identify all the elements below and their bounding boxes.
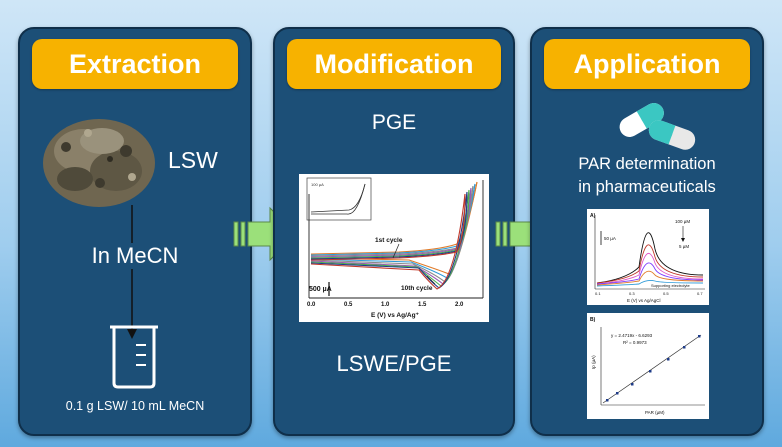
extraction-header: Extraction: [32, 39, 238, 89]
first-cycle-label: 1st cycle: [375, 237, 403, 244]
application-header: Application: [544, 39, 750, 89]
dpv-baseline: Supporting electrolyte: [651, 283, 690, 288]
dpv-xlabel: E (V) vs Ag/AgCl: [627, 298, 661, 303]
soil-sample-icon: [43, 119, 155, 207]
dpv-tick: 0.3: [629, 291, 635, 296]
solvent-label: In MeCN: [20, 243, 250, 269]
cv-tick: 2.0: [455, 302, 464, 308]
lsw-label: LSW: [168, 147, 218, 173]
svg-text:100 µA: 100 µA: [311, 182, 324, 187]
tenth-cycle-label: 10th cycle: [401, 285, 433, 292]
beaker-icon: [110, 325, 158, 389]
dpv-tick: 0.7: [697, 291, 703, 296]
lswe-pge-label: LSWE/PGE: [336, 351, 452, 376]
calib-ylabel: Ip (µA): [591, 355, 596, 369]
dpv-panel-label: A): [590, 213, 596, 219]
ratio-label: 0.1 g LSW/ 10 mL MeCN: [65, 399, 205, 413]
cv-xlabel: E (V) vs Ag/Ag⁺: [371, 312, 420, 319]
dpv-tick: 0.5: [663, 291, 669, 296]
dpv-scale-bar: 50 µA: [604, 236, 616, 241]
dpv-concentration: 100 µM: [675, 219, 690, 224]
calib-equation: y = 2.4719x - 6.6293: [611, 333, 653, 338]
dpv-low-conc: 5 µM: [679, 244, 689, 249]
cv-scale-bar: 500 µA: [309, 286, 332, 293]
description-line2: in pharmaceuticals: [578, 178, 716, 196]
calib-r2: R² = 0.9973: [623, 340, 647, 345]
dpv-plot: A) 100 µM 5 µM 50 µA Supporting electrol…: [587, 209, 709, 305]
calib-panel-label: B): [590, 317, 596, 323]
cv-tick: 0.0: [307, 302, 316, 308]
cv-plot: 100 µA: [299, 174, 489, 322]
application-panel: Application PAR determination in pharmac…: [530, 27, 764, 436]
pge-label: PGE: [371, 111, 417, 134]
cv-tick: 0.5: [344, 302, 353, 308]
dpv-tick: 0.1: [595, 291, 601, 296]
pills-icon: [619, 103, 696, 150]
cv-tick: 1.5: [418, 302, 427, 308]
modification-panel: Modification PGE 100 µA: [273, 27, 515, 436]
calib-xlabel: PAR (µM): [645, 410, 665, 415]
arrow-down-icon: [127, 205, 137, 339]
description-line1: PAR determination: [578, 155, 716, 173]
calibration-plot: B) y = 2.4719x - 6.6293 R² = 0.9973 PAR …: [587, 313, 709, 419]
modification-header: Modification: [287, 39, 501, 89]
extraction-panel: Extraction LSW In MeCN 0.1 g LSW/ 10 mL …: [18, 27, 252, 436]
cv-tick: 1.0: [381, 302, 390, 308]
